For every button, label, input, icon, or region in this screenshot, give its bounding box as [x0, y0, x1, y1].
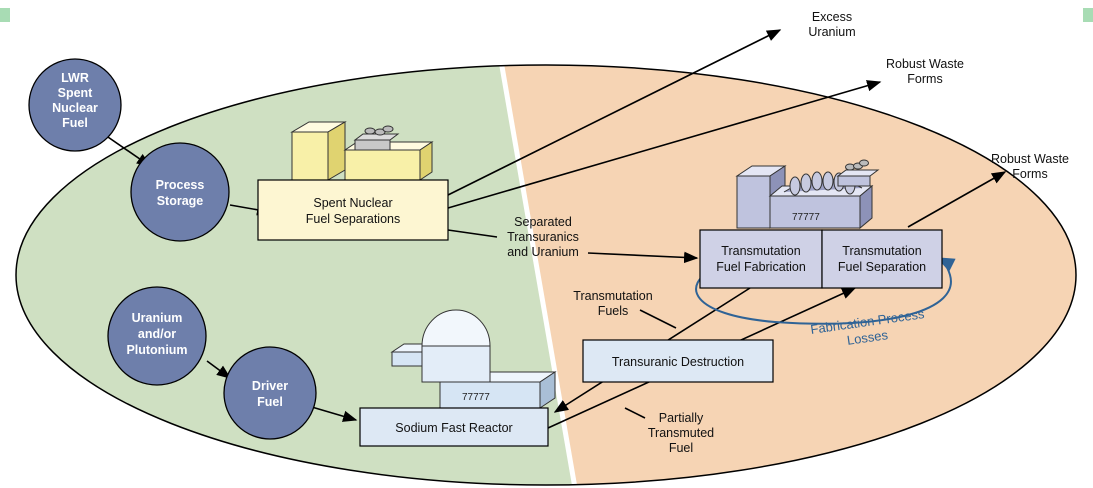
driver-fuel-node: Driver Fuel [223, 346, 317, 440]
excess-uranium-label: Excess Uranium [808, 10, 855, 39]
lwr-text-3: Nuclear [52, 101, 98, 115]
lwr-text-1: LWR [61, 71, 89, 85]
transuranic-destruction-box: Transuranic Destruction [582, 339, 774, 383]
robust-waste-2-text-2: Forms [1012, 167, 1047, 181]
fabrication-loss-loop [695, 257, 956, 325]
driver-fuel-text-1: Driver [252, 379, 288, 393]
separated-text-1: Separated [514, 215, 572, 229]
partially-text-2: Transmuted [648, 426, 714, 440]
robust-waste-1-text-2: Forms [907, 72, 942, 86]
transmutation-plant-icon: 77777 [735, 159, 880, 230]
svg-text:77777: 77777 [792, 212, 820, 223]
uranium-plutonium-text-3: Plutonium [126, 343, 187, 357]
transmutation-fuel-fabrication-box: Transmutation Fuel Fabrication [699, 229, 823, 289]
robust-waste-label-1: Robust Waste Forms [886, 57, 964, 86]
arrow-to-robust-waste-2 [907, 171, 1007, 228]
transmutation-fuels-text-2: Fuels [598, 304, 629, 318]
lwr-text-4: Fuel [62, 116, 88, 130]
partially-text-3: Fuel [669, 441, 693, 455]
region-outline [15, 64, 1077, 486]
process-storage-text-2: Storage [157, 194, 204, 208]
arrow-uranium-to-driver [206, 360, 232, 379]
transmutation-fuels-text-1: Transmutation [573, 289, 652, 303]
uranium-plutonium-text-2: and/or [138, 327, 176, 341]
uranium-plutonium-node: Uranium and/or Plutonium [107, 286, 207, 386]
robust-waste-1-text-1: Robust Waste [886, 57, 964, 71]
partially-transmuted-label: Partially Transmuted Fuel [648, 411, 714, 455]
robust-waste-label-2: Robust Waste Forms [991, 152, 1069, 181]
separations-text-2: Fuel Separations [306, 212, 401, 226]
trans-fab-text-1: Transmutation [721, 244, 800, 258]
separated-transuranics-label: Separated Transuranics and Uranium [507, 215, 579, 259]
line-separations-to-label [447, 229, 498, 238]
separated-text-2: Transuranics [507, 230, 579, 244]
excess-uranium-text-2: Uranium [808, 25, 855, 39]
driver-fuel-text-2: Fuel [257, 395, 283, 409]
excess-uranium-text-1: Excess [812, 10, 852, 24]
corner-accent-right [1083, 8, 1093, 22]
svg-text:77777: 77777 [462, 392, 490, 403]
reactor-dome-icon: 77777 [390, 309, 557, 409]
leader-partially-transmuted [624, 407, 646, 419]
transmutation-fuel-separation-box: Transmutation Fuel Separation [821, 229, 943, 289]
sodium-fast-reactor-text: Sodium Fast Reactor [395, 421, 512, 435]
process-storage-node: Process Storage [130, 142, 230, 242]
trans-fab-text-2: Fuel Fabrication [716, 260, 806, 274]
sodium-fast-reactor-box: Sodium Fast Reactor [359, 407, 549, 447]
separated-text-3: and Uranium [507, 245, 579, 259]
partially-text-1: Partially [659, 411, 704, 425]
arrow-to-trans-fabrication [587, 251, 699, 264]
trans-sep-text-1: Transmutation [842, 244, 921, 258]
transmutation-fuels-label: Transmutation Fuels [573, 289, 652, 318]
separations-text-1: Spent Nuclear [313, 196, 392, 210]
region-divider [497, 65, 578, 485]
trans-sep-text-2: Fuel Separation [838, 260, 926, 274]
arrow-to-excess-uranium [447, 29, 782, 196]
leader-transmutation-fuels [639, 309, 677, 329]
transuranic-destruction-text: Transuranic Destruction [612, 355, 744, 369]
industrial-plant-icon [290, 121, 434, 181]
robust-waste-2-text-1: Robust Waste [991, 152, 1069, 166]
process-storage-text-1: Process [156, 178, 205, 192]
corner-accent-left [0, 8, 10, 22]
arrow-to-robust-waste-1 [447, 80, 882, 209]
spent-fuel-separations-box: Spent Nuclear Fuel Separations [257, 179, 449, 241]
uranium-plutonium-text-1: Uranium [132, 311, 183, 325]
lwr-spent-fuel-node: LWR Spent Nuclear Fuel [28, 58, 122, 152]
lwr-text-2: Spent [58, 86, 94, 100]
fab-losses-text-2: Losses [846, 327, 889, 348]
